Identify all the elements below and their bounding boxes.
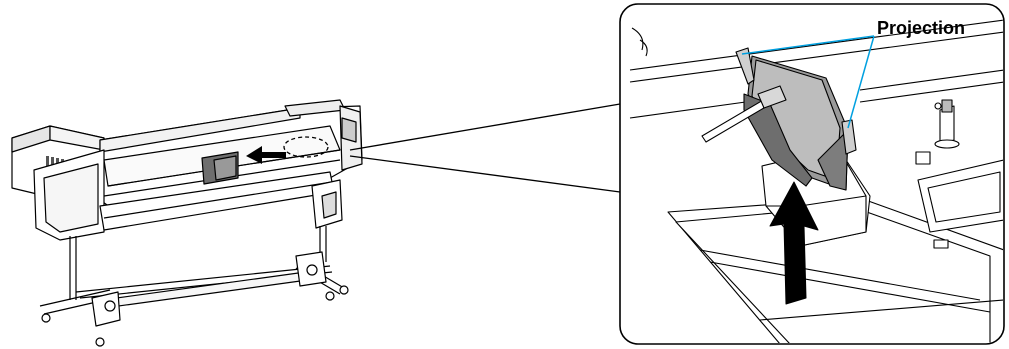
carriage (202, 152, 238, 184)
printer-body (34, 100, 362, 240)
take-up-roller (92, 252, 326, 326)
projection-label: Projection (877, 18, 965, 38)
printer-illustration (12, 100, 362, 346)
detail-panel: Projection (620, 4, 1004, 344)
zoom-connector-lines (350, 104, 620, 192)
